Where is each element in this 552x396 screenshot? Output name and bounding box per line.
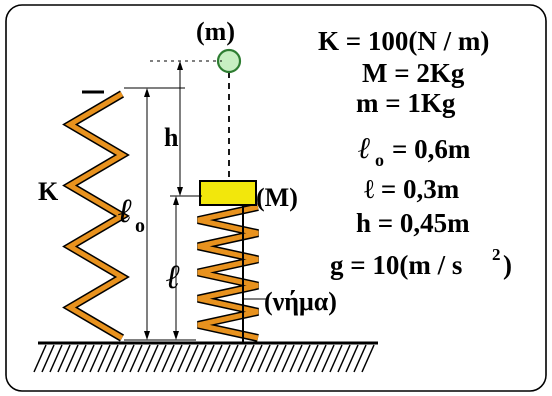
given-lo-symbol: ℓ bbox=[358, 132, 371, 165]
given-m: m = 1Kg bbox=[356, 88, 456, 118]
label-height: h bbox=[164, 123, 179, 152]
label-natural-length: ℓ bbox=[118, 193, 133, 230]
given-lo-sub: o bbox=[375, 150, 384, 170]
dimension-lines bbox=[124, 60, 222, 341]
ground bbox=[33, 341, 378, 373]
free-spring bbox=[62, 90, 130, 342]
given-l: ℓ = 0,3m bbox=[364, 174, 460, 204]
givens-list: K = 100(N / m) M = 2Kg m = 1Kg ℓ o = 0,6… bbox=[318, 26, 512, 280]
label-compressed-length: ℓ bbox=[166, 259, 181, 296]
given-k: K = 100(N / m) bbox=[318, 26, 489, 56]
label-natural-length-sub: o bbox=[135, 215, 145, 237]
given-g-close: ) bbox=[503, 250, 512, 280]
block-M bbox=[199, 180, 257, 206]
given-g-exp: 2 bbox=[492, 245, 501, 264]
given-M: M = 2Kg bbox=[362, 58, 465, 88]
label-spring-constant: K bbox=[38, 177, 59, 206]
given-lo-value: = 0,6m bbox=[392, 134, 471, 164]
label-thread: (νήμα) bbox=[264, 287, 337, 316]
ball-m bbox=[216, 48, 242, 74]
given-g: g = 10(m / s bbox=[330, 250, 462, 280]
dimension-arrowheads bbox=[144, 61, 183, 340]
compressed-spring bbox=[197, 203, 259, 342]
label-small-mass: (m) bbox=[196, 17, 235, 46]
given-h: h = 0,45m bbox=[356, 208, 470, 238]
diagram-frame bbox=[5, 4, 547, 392]
label-big-mass: (M) bbox=[256, 183, 298, 212]
